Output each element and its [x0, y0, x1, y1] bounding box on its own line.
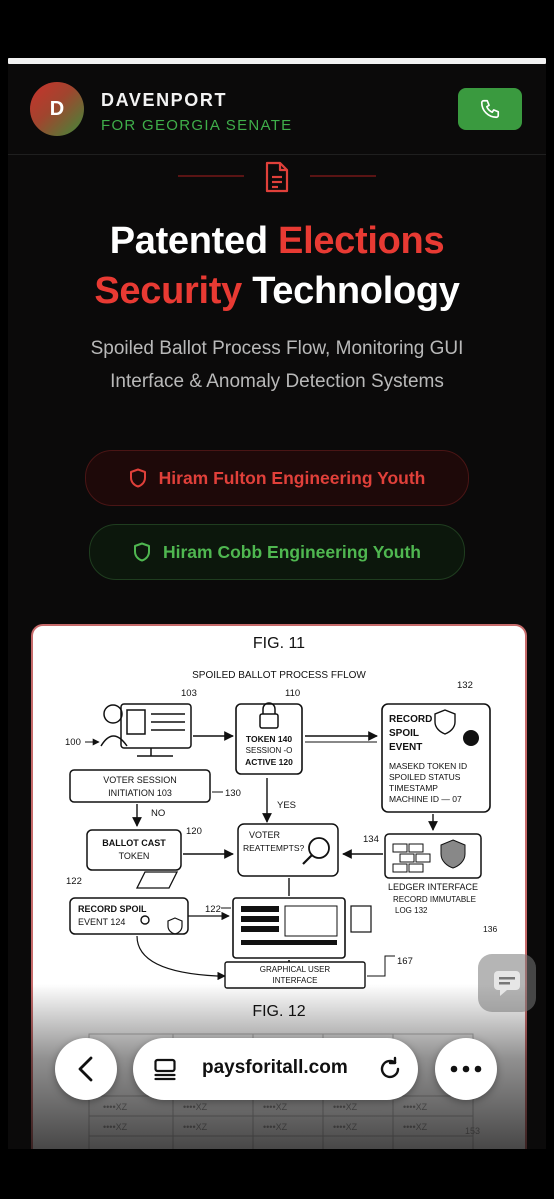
- bullet-2: SPOILED STATUS: [389, 772, 461, 782]
- title-word-security: Security: [94, 270, 242, 312]
- hero-subtitle-line1: Spoiled Ballot Process Flow, Monitoring …: [90, 338, 464, 359]
- brand-name[interactable]: DAVENPORT: [101, 90, 228, 110]
- site-header: D DAVENPORT FOR GEORGIA SENATE: [8, 64, 546, 155]
- brand-subtitle: FOR GEORGIA SENATE: [101, 117, 293, 134]
- more-options-button[interactable]: [435, 1038, 497, 1100]
- chat-button[interactable]: [478, 954, 536, 1012]
- svg-text:••••XZ: ••••XZ: [103, 1122, 128, 1132]
- ledger-label: LEDGER INTERFACE: [388, 882, 478, 892]
- immut-line2: LOG 132: [395, 906, 428, 915]
- record2-line2: EVENT 124: [78, 917, 125, 927]
- ellipsis-icon: [450, 1065, 482, 1073]
- hero-subtitle-line2: Interface & Anomaly Detection Systems: [110, 371, 444, 392]
- address-bar[interactable]: paysforitall.com: [133, 1038, 418, 1100]
- gui-line2: INTERFACE: [273, 976, 318, 985]
- badge-fulton[interactable]: Hiram Fulton Engineering Youth: [85, 450, 469, 506]
- chat-bubble-icon: [494, 971, 520, 996]
- shield-icon: [134, 542, 150, 562]
- ballot-line2: TOKEN: [119, 851, 150, 861]
- ref-130: 130: [225, 788, 241, 799]
- record-line1: RECORD: [389, 714, 432, 725]
- voter-session-line2: INITIATION 103: [108, 788, 172, 798]
- ref-153: 153: [465, 1126, 480, 1136]
- reader-mode-icon[interactable]: [153, 1057, 177, 1081]
- bullet-1: MASEKD TOKEN ID: [389, 761, 467, 771]
- check-badge-icon: [463, 730, 479, 746]
- ref-110: 110: [285, 688, 300, 699]
- url-text[interactable]: paysforitall.com: [202, 1057, 348, 1078]
- monitor-illustration: [232, 897, 346, 959]
- svg-text:••••XZ: ••••XZ: [263, 1122, 288, 1132]
- hero-subtitle: Spoiled Ballot Process Flow, Monitoring …: [28, 332, 526, 398]
- bullet-3: TIMESTAMP: [389, 783, 438, 793]
- svg-text:••••XZ: ••••XZ: [333, 1102, 358, 1112]
- shield-icon: [167, 917, 183, 935]
- voter-line2: REATTEMPTS?: [243, 843, 305, 853]
- hero-title: Patented Elections Security Technology: [8, 216, 546, 316]
- web-page[interactable]: D DAVENPORT FOR GEORGIA SENATE Patented …: [8, 64, 546, 1149]
- ballot-cast-box: [86, 829, 182, 871]
- title-word-elections: Elections: [278, 220, 445, 262]
- ref-120: 120: [186, 826, 202, 837]
- title-word-patented: Patented: [109, 220, 268, 262]
- voter-reattempts-box: [237, 823, 339, 877]
- ref-100: 100: [65, 737, 81, 748]
- record-spoil-box: [381, 703, 491, 813]
- ledger-box: [384, 833, 482, 879]
- avatar-letter: D: [49, 97, 65, 120]
- phone-icon: [480, 99, 500, 119]
- shield-icon: [129, 468, 146, 488]
- title-word-technology: Technology: [252, 270, 460, 312]
- computer-user-illustration: [100, 703, 192, 757]
- voter-line1: VOTER: [249, 830, 281, 840]
- shield-icon: [434, 709, 456, 735]
- ref-103: 103: [181, 688, 197, 699]
- call-button[interactable]: [458, 88, 522, 130]
- divider-left: [178, 175, 244, 177]
- immut-line1: RECORD IMMUTABLE: [393, 895, 476, 904]
- record-line3: EVENT: [389, 742, 422, 753]
- shield-check-icon: [440, 839, 466, 869]
- ref-167: 167: [397, 956, 413, 967]
- ref-122a: 122: [66, 876, 82, 887]
- badge-cobb[interactable]: Hiram Cobb Engineering Youth: [89, 524, 465, 580]
- token-line3: ACTIVE 120: [245, 757, 293, 767]
- back-button[interactable]: [55, 1038, 117, 1100]
- svg-text:••••XZ: ••••XZ: [333, 1122, 358, 1132]
- svg-text:••••XZ: ••••XZ: [183, 1102, 208, 1112]
- document-icon: [263, 161, 291, 193]
- ref-134: 134: [363, 834, 379, 845]
- ref-136: 136: [483, 924, 497, 934]
- token-box: [235, 703, 303, 775]
- svg-text:••••XZ: ••••XZ: [263, 1102, 288, 1112]
- ref-132: 132: [457, 680, 473, 691]
- bullet-4: MACHINE ID — 07: [389, 794, 462, 804]
- magnifier-icon: [308, 837, 330, 859]
- record-line2: SPOIL: [389, 728, 419, 739]
- reload-icon[interactable]: [377, 1056, 403, 1082]
- voter-session-line1: VOTER SESSION: [103, 775, 177, 785]
- ref-122b: 122: [205, 904, 221, 915]
- svg-text:••••XZ: ••••XZ: [403, 1122, 428, 1132]
- fig11-label: FIG. 11: [253, 635, 305, 652]
- svg-text:••••XZ: ••••XZ: [403, 1102, 428, 1112]
- fig12-label: FIG. 12: [252, 1003, 305, 1020]
- svg-text:••••XZ: ••••XZ: [103, 1102, 128, 1112]
- yes-label: YES: [277, 800, 296, 811]
- divider-right: [310, 175, 376, 177]
- chevron-left-icon: [78, 1056, 93, 1082]
- ballot-line1: BALLOT CAST: [102, 838, 166, 848]
- no-label: NO: [151, 808, 165, 819]
- gui-line1: GRAPHICAL USER: [260, 965, 331, 974]
- token-line1: TOKEN 140: [246, 734, 292, 744]
- badge-cobb-label: Hiram Cobb Engineering Youth: [163, 541, 421, 562]
- svg-text:••••XZ: ••••XZ: [183, 1122, 208, 1132]
- voter-session-box: [69, 769, 211, 803]
- status-bar-line: [8, 58, 546, 64]
- record2-line1: RECORD SPOIL: [78, 904, 147, 914]
- avatar[interactable]: D: [30, 82, 84, 136]
- badge-fulton-label: Hiram Fulton Engineering Youth: [158, 467, 426, 488]
- token-line2: SESSION -O: [246, 746, 293, 755]
- flow-title: SPOILED BALLOT PROCESS FFLOW: [192, 670, 366, 681]
